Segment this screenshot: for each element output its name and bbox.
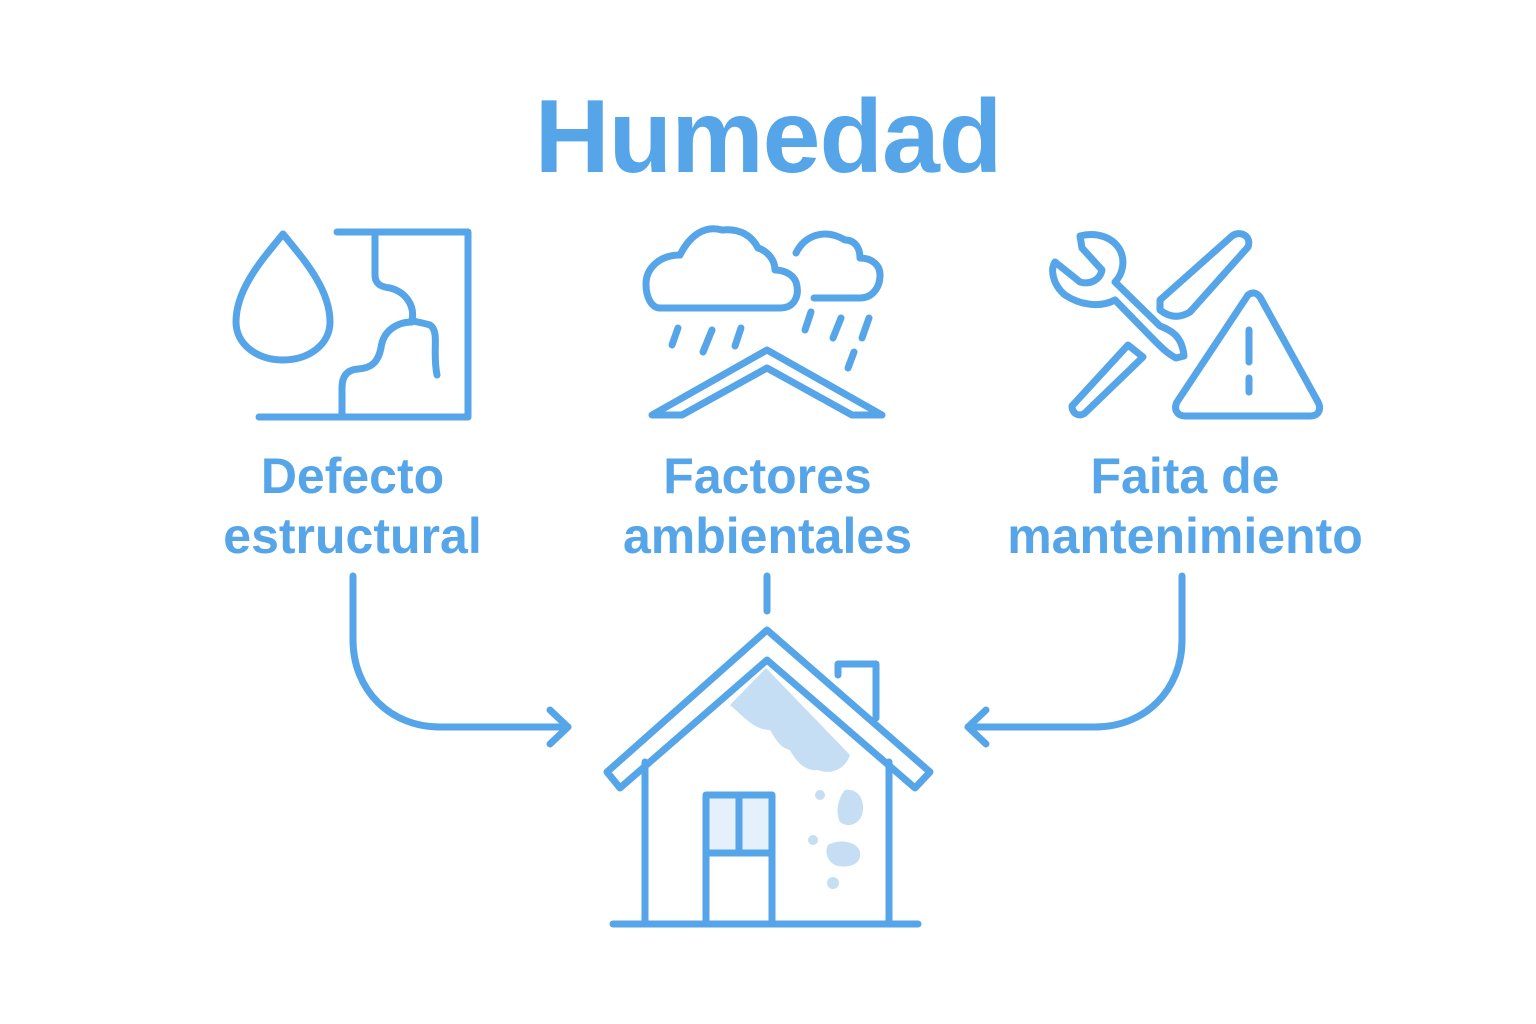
cause-label-environmental: Factores ambientales	[622, 448, 912, 564]
cause-label-structural: Defecto estructural	[223, 448, 482, 564]
water-drop-cracked-wall-icon	[232, 228, 472, 421]
wrench-screwdriver-warning-icon	[1049, 230, 1324, 420]
damp-house-icon	[603, 626, 934, 928]
cause-label-maintenance: Faita de mantenimiento	[1007, 448, 1363, 564]
rain-clouds-roof-icon	[642, 225, 886, 419]
left-curved-arrow	[349, 572, 572, 748]
diagram-title: Humedad	[534, 79, 1003, 195]
right-curved-arrow	[964, 572, 1186, 748]
